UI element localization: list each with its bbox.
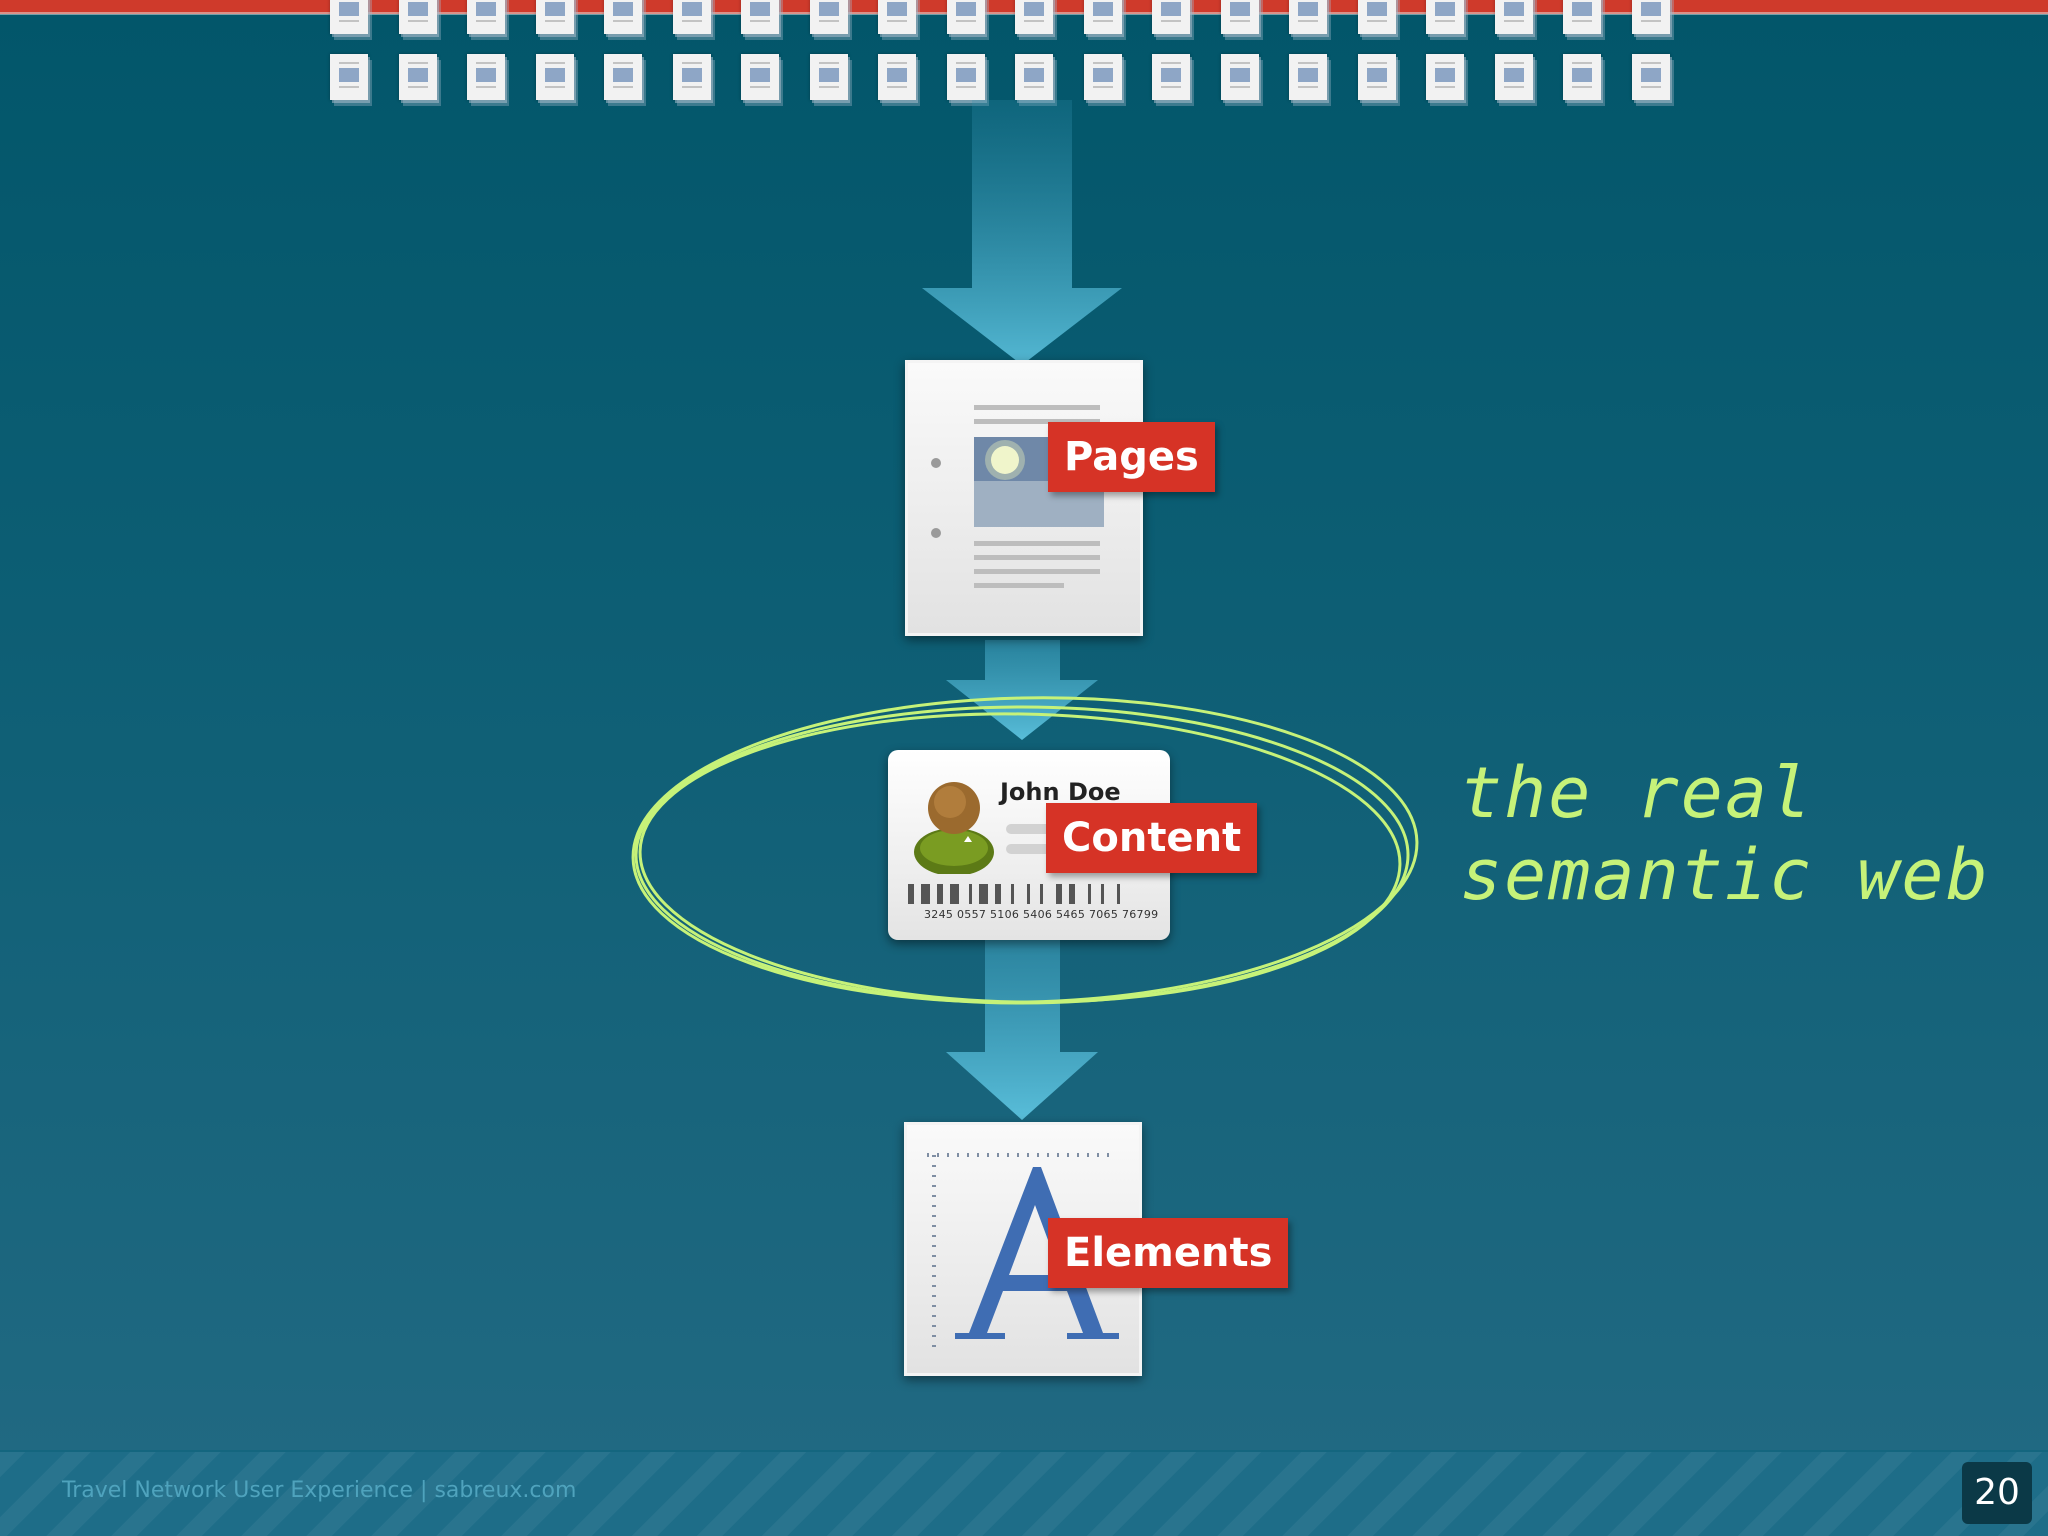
arrow-to-pages (922, 100, 1122, 365)
page-thumbnail-icon (1220, 0, 1259, 34)
annotation-line-2: semantic web (1460, 834, 1990, 916)
page-thumbnail-icon (467, 0, 505, 34)
page-thumbnail-icon (398, 54, 437, 100)
page-thumbnails-strip (330, 0, 1710, 110)
page-thumbnail-icon (878, 0, 916, 34)
page-thumbnail-icon (1083, 54, 1122, 100)
page-thumbnail-icon (1631, 0, 1670, 34)
page-thumbnail-icon (1494, 54, 1533, 100)
page-thumbnail-icon (330, 0, 368, 34)
page-thumbnail-icon (809, 0, 848, 34)
page-thumbnail-icon (1426, 0, 1464, 34)
barcode-icon (908, 884, 1120, 904)
page-thumbnail-icon (1426, 54, 1464, 100)
page-thumbnail-icon (741, 0, 779, 34)
page-thumbnail-icon (467, 54, 505, 100)
page-thumbnail-icon (1083, 0, 1122, 34)
page-thumbnail-icon (535, 0, 574, 34)
page-thumbnail-icon (1289, 0, 1327, 34)
page-thumbnail-icon (1015, 0, 1053, 34)
page-thumbnail-icon (1357, 54, 1396, 100)
contact-detail-line (1006, 844, 1076, 854)
document-page-icon (905, 360, 1143, 636)
page-thumbnail-icon (1152, 54, 1190, 100)
page-thumbnail-icon (535, 54, 574, 100)
barcode-number: 3245 0557 5106 5406 5465 7065 76799 (924, 908, 1159, 921)
arrow-to-content (946, 640, 1098, 740)
arrow-to-elements (946, 940, 1098, 1120)
page-thumbnail-icon (878, 54, 916, 100)
page-thumbnail-icon (604, 0, 642, 34)
page-thumbnail-icon (1152, 0, 1190, 34)
content-label: Content (1046, 803, 1258, 873)
page-thumbnail-icon (330, 54, 368, 100)
contact-name: John Doe (1000, 778, 1121, 806)
page-thumbnail-icon (946, 0, 985, 34)
page-thumbnail-icon (1357, 0, 1396, 34)
page-thumbnail-icon (1494, 0, 1533, 34)
person-avatar-icon (914, 782, 994, 874)
contact-card-icon: John Doe 3245 0557 5106 5406 5465 7065 7… (888, 750, 1170, 940)
elements-label: Elements (1048, 1218, 1289, 1288)
page-thumbnail-icon (1631, 54, 1670, 100)
page-thumbnail-icon (946, 54, 985, 100)
page-thumbnail-icon (398, 0, 437, 34)
page-thumbnail-icon (672, 0, 711, 34)
page-thumbnail-icon (1563, 54, 1601, 100)
page-thumbnail-icon (604, 54, 642, 100)
pages-label: Pages (1048, 422, 1215, 492)
page-thumbnail-icon (1015, 54, 1053, 100)
highlight-ellipse (631, 696, 1419, 1005)
page-thumbnail-icon (1289, 54, 1327, 100)
page-thumbnail-icon (1563, 0, 1601, 34)
page-thumbnail-icon (1220, 54, 1259, 100)
page-thumbnail-icon (741, 54, 779, 100)
footer-text: Travel Network User Experience | sabreux… (62, 1478, 577, 1503)
footer-bar (0, 1452, 2048, 1536)
page-number: 20 (1962, 1462, 2032, 1524)
page-thumbnail-icon (672, 54, 711, 100)
annotation-line-1: the real (1460, 752, 1814, 834)
page-thumbnail-icon (809, 54, 848, 100)
